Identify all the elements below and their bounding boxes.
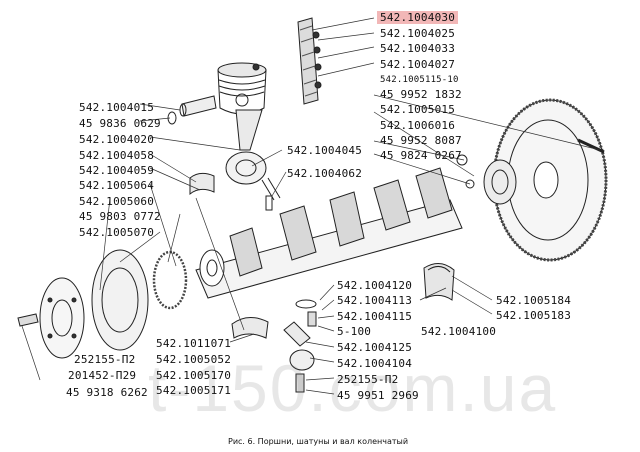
lower-bearing-drawing bbox=[231, 317, 269, 339]
part-label: 542.1004030 bbox=[377, 11, 459, 24]
cylinder-section-drawing bbox=[297, 17, 322, 105]
part-label: 542.1004027 bbox=[380, 58, 456, 71]
oil-nozzle-drawing bbox=[283, 299, 317, 393]
part-label: 45 9836 0629 bbox=[79, 117, 161, 130]
flywheel-drawing bbox=[483, 98, 608, 262]
watermark-text: t-150.com.ua bbox=[148, 351, 558, 425]
rod-bearing-drawing bbox=[189, 172, 215, 196]
part-label: 5-100 bbox=[337, 325, 372, 338]
part-label: 542.1004015 bbox=[79, 101, 155, 114]
part-label: 542.1005015 bbox=[380, 103, 456, 116]
part-label: 542.1006016 bbox=[380, 119, 456, 132]
part-label: 542.1004115 bbox=[337, 310, 413, 323]
part-label: 542.1004045 bbox=[287, 144, 363, 157]
leader-lines bbox=[21, 17, 601, 395]
piston-pin-drawing bbox=[167, 95, 217, 125]
part-label: 542.1005184 bbox=[496, 294, 572, 307]
piston-drawing bbox=[217, 62, 267, 115]
damper-drawing bbox=[17, 249, 188, 359]
part-label: 542.1005171 bbox=[156, 384, 232, 397]
part-label: 542.1004033 bbox=[380, 42, 456, 55]
part-label: 542.1005115-10 bbox=[380, 75, 459, 85]
part-label: 45 9824 0267 bbox=[380, 149, 462, 162]
part-label: 542.1004100 bbox=[421, 325, 497, 338]
part-label: 542.1004020 bbox=[79, 133, 155, 146]
part-label: 45 9952 1832 bbox=[380, 88, 462, 101]
part-label: 201452-П29 bbox=[68, 369, 137, 382]
part-label: 542.1005070 bbox=[79, 226, 155, 239]
part-label: 542.1004059 bbox=[79, 164, 155, 177]
part-label: 45 9951 2969 bbox=[337, 389, 419, 402]
part-label: 542.1004058 bbox=[79, 149, 155, 162]
main-bearing-drawing bbox=[423, 154, 475, 301]
part-label: 252155-П2 bbox=[74, 353, 136, 366]
part-label: 252155-П2 bbox=[337, 373, 399, 386]
connecting-rod-drawing bbox=[225, 109, 281, 211]
part-label: 542.1004104 bbox=[337, 357, 413, 370]
part-label: 45 9803 0772 bbox=[79, 210, 161, 223]
part-label: 45 9318 6262 bbox=[66, 386, 148, 399]
crankshaft-drawing bbox=[195, 167, 463, 299]
part-label: 542.1005052 bbox=[156, 353, 232, 366]
part-label: 542.1005183 bbox=[496, 309, 572, 322]
part-label: 542.1005064 bbox=[79, 179, 155, 192]
part-label: 542.1004120 bbox=[337, 279, 413, 292]
part-label: 542.1011071 bbox=[156, 337, 232, 350]
part-label: 45 9952 8087 bbox=[380, 134, 462, 147]
part-label: 542.1004125 bbox=[337, 341, 413, 354]
part-label: 542.1005060 bbox=[79, 195, 155, 208]
part-label: 542.1004062 bbox=[287, 167, 363, 180]
figure-caption: Рис. 6. Поршни, шатуны и вал коленчатый bbox=[228, 437, 409, 446]
part-label: 542.1005170 bbox=[156, 369, 232, 382]
part-label: 542.1004025 bbox=[380, 27, 456, 40]
part-label: 542.1004113 bbox=[337, 294, 413, 307]
